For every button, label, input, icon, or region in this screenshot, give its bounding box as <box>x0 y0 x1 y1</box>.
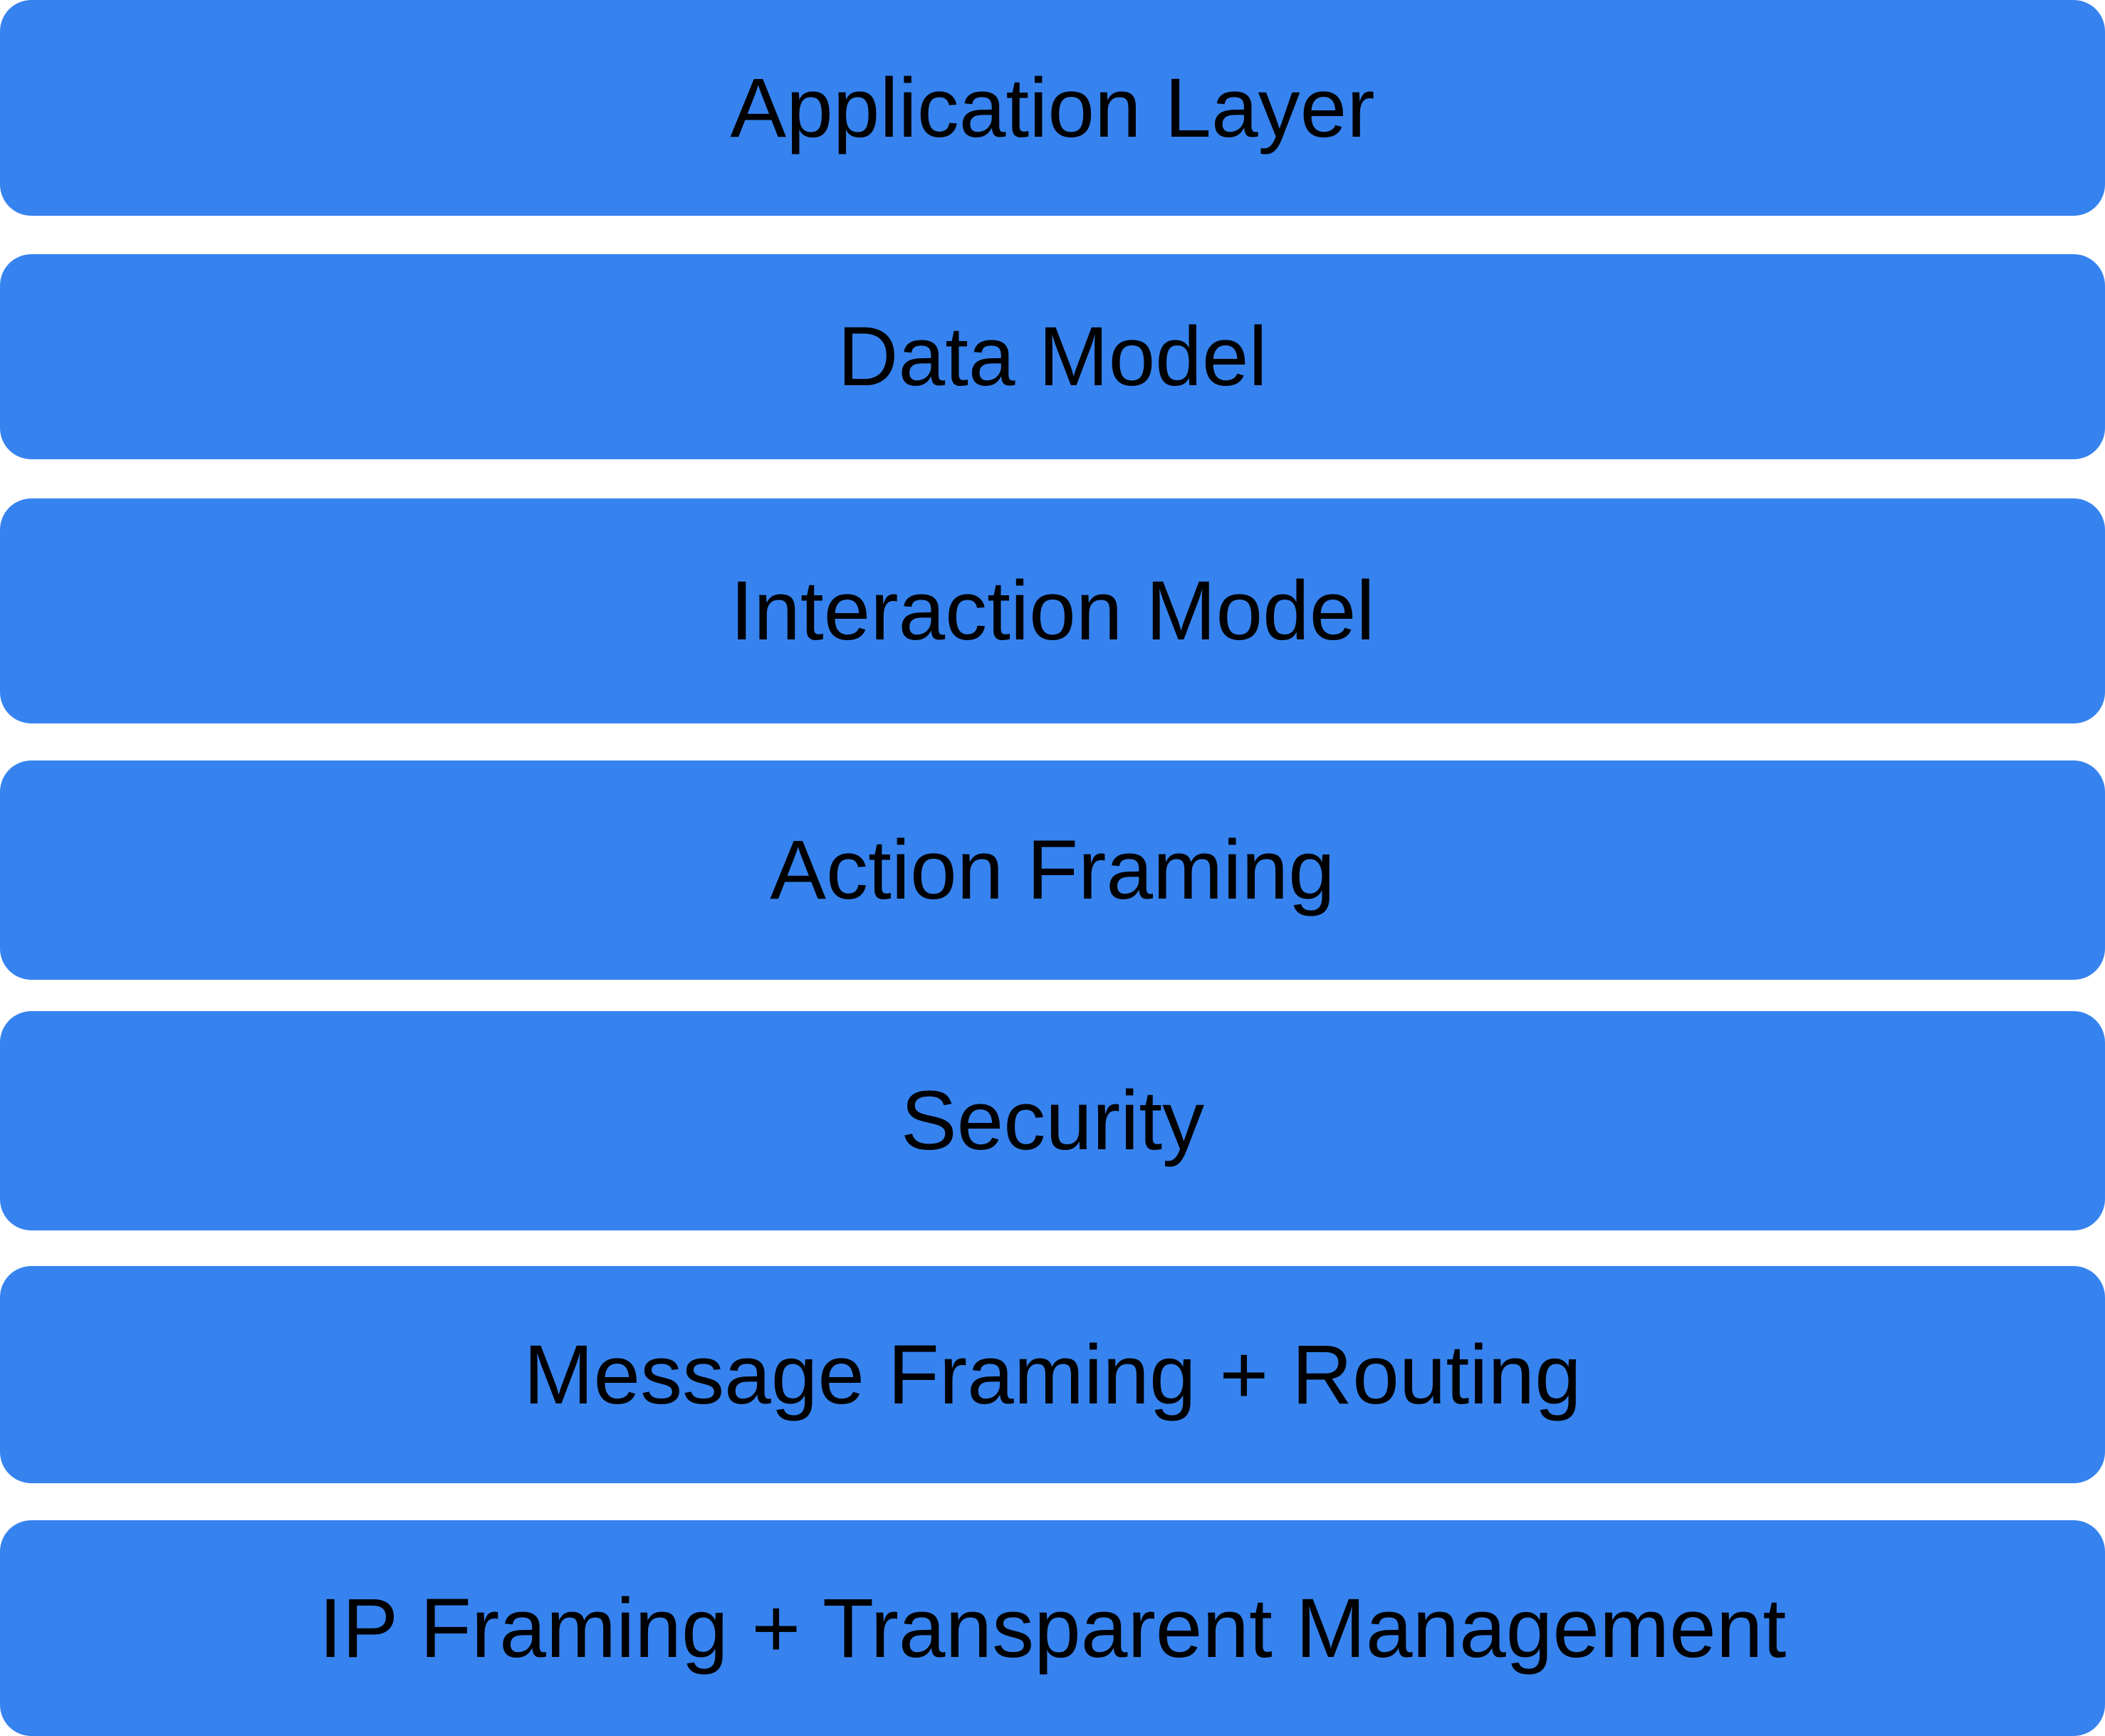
layer-bar[interactable]: IP Framing + Transparent Management <box>0 1520 2105 1736</box>
layer-bar[interactable]: Action Framing <box>0 760 2105 980</box>
layer-bar-label: Interaction Model <box>730 564 1375 658</box>
layer-bar-label: Application Layer <box>730 61 1375 155</box>
layer-bar-label: IP Framing + Transparent Management <box>318 1581 1787 1675</box>
layer-bar[interactable]: Application Layer <box>0 0 2105 216</box>
layer-bar[interactable]: Data Model <box>0 254 2105 459</box>
layer-bar-label: Action Framing <box>770 823 1335 917</box>
layer-bar-label: Data Model <box>837 310 1268 404</box>
layer-bar[interactable]: Security <box>0 1011 2105 1230</box>
layer-bar-label: Security <box>900 1074 1205 1168</box>
layer-bar[interactable]: Interaction Model <box>0 498 2105 723</box>
layer-bar-label: Message Framing + Routing <box>523 1327 1582 1422</box>
layer-bar[interactable]: Message Framing + Routing <box>0 1266 2105 1483</box>
